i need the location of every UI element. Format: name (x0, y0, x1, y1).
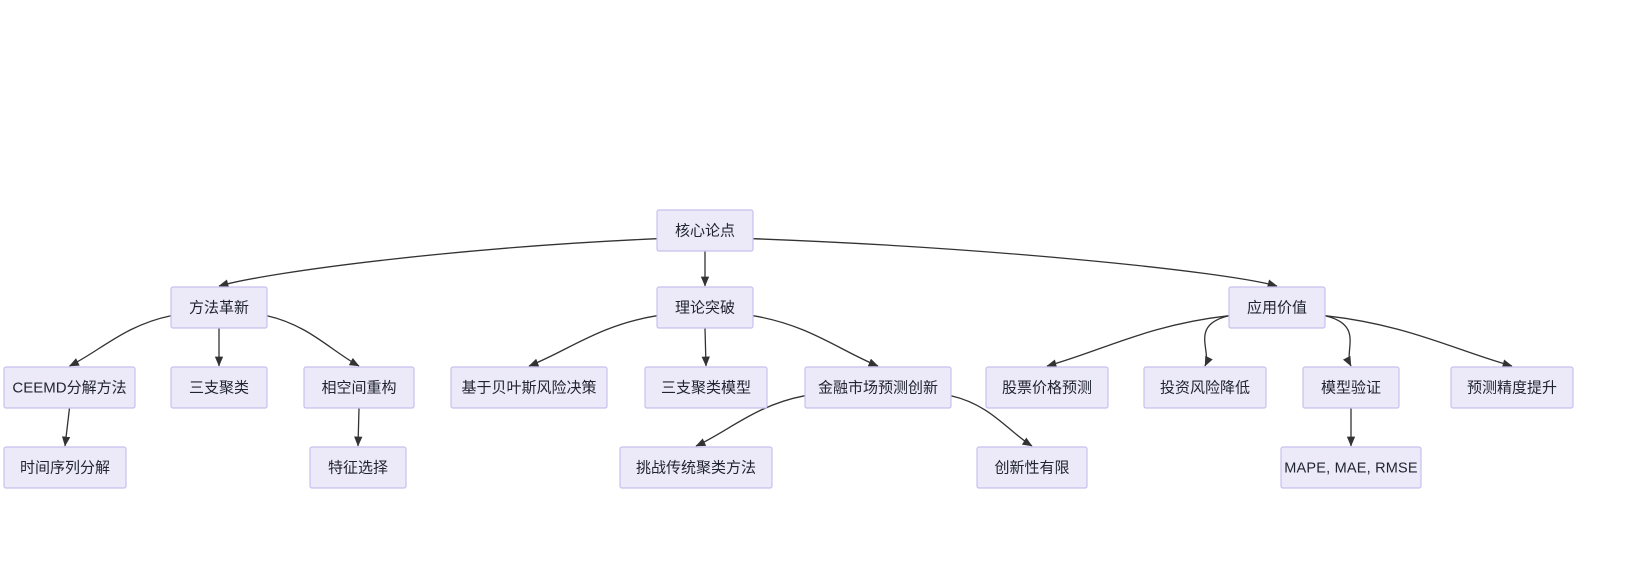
edge-n3-to-n11 (1204, 315, 1230, 367)
node-三支聚类模型[interactable]: 三支聚类模型 (644, 366, 768, 409)
node-box[interactable] (1450, 366, 1574, 409)
node-时间序列分解[interactable]: 时间序列分解 (3, 446, 127, 489)
node-box[interactable] (170, 286, 268, 329)
edge-n0-to-n3 (752, 238, 1278, 288)
node-box[interactable] (656, 286, 754, 329)
node-box[interactable] (1143, 366, 1267, 409)
node-三支聚类[interactable]: 三支聚类 (170, 366, 268, 409)
node-box[interactable] (1280, 446, 1422, 489)
node-box[interactable] (450, 366, 608, 409)
node-金融市场预测创新[interactable]: 金融市场预测创新 (804, 366, 952, 409)
node-股票价格预测[interactable]: 股票价格预测 (985, 366, 1109, 409)
node-box[interactable] (309, 446, 407, 489)
edge-n3-to-n10 (1046, 315, 1230, 368)
node-基于贝叶斯风险决策[interactable]: 基于贝叶斯风险决策 (450, 366, 608, 409)
node-创新性有限[interactable]: 创新性有限 (976, 446, 1088, 489)
edges-layer (61, 238, 1513, 447)
node-box[interactable] (656, 209, 754, 252)
node-box[interactable] (644, 366, 768, 409)
node-box[interactable] (1302, 366, 1400, 409)
node-box[interactable] (170, 366, 268, 409)
edge-n0-to-n1 (218, 238, 658, 288)
edge-n3-to-n12 (1324, 315, 1352, 367)
node-box[interactable] (985, 366, 1109, 409)
node-方法革新[interactable]: 方法革新 (170, 286, 268, 329)
edge-n1-to-n4 (69, 315, 172, 367)
node-理论突破[interactable]: 理论突破 (656, 286, 754, 329)
node-box[interactable] (3, 446, 127, 489)
edge-n2-to-n8 (701, 327, 710, 367)
node-ceemd分解方法[interactable]: CEEMD分解方法 (3, 366, 136, 409)
node-应用价值[interactable]: 应用价值 (1228, 286, 1326, 329)
node-box[interactable] (1228, 286, 1326, 329)
node-box[interactable] (804, 366, 952, 409)
node-挑战传统聚类方法[interactable]: 挑战传统聚类方法 (619, 446, 773, 489)
node-box[interactable] (619, 446, 773, 489)
node-特征选择[interactable]: 特征选择 (309, 446, 407, 489)
edge-n2-to-n7 (528, 315, 658, 367)
nodes-layer: 核心论点方法革新 理论突破 应用价值 CEEMD分解方法三支聚类相空间重构基于贝叶斯风… (3, 209, 1574, 489)
node-box[interactable] (3, 366, 136, 409)
node-mape-mae-rmse[interactable]: MAPE, MAE, RMSE (1280, 446, 1422, 489)
node-box[interactable] (976, 446, 1088, 489)
node-预测精度提升[interactable]: 预测精度提升 (1450, 366, 1574, 409)
edge-n3-to-n13 (1324, 315, 1513, 368)
node-投资风险降低[interactable]: 投资风险降低 (1143, 366, 1267, 409)
node-相空间重构[interactable]: 相空间重构 (303, 366, 415, 409)
edge-n9-to-n16 (695, 395, 806, 447)
edge-n1-to-n6 (266, 315, 360, 367)
node-模型验证[interactable]: 模型验证 (1302, 366, 1400, 409)
node-核心论点[interactable]: 核心论点 (656, 209, 754, 252)
edge-n4-to-n14 (61, 407, 71, 447)
node-box[interactable] (303, 366, 415, 409)
edge-n9-to-n17 (950, 395, 1033, 447)
edge-n6-to-n15 (354, 407, 363, 447)
edge-n2-to-n9 (752, 315, 879, 367)
